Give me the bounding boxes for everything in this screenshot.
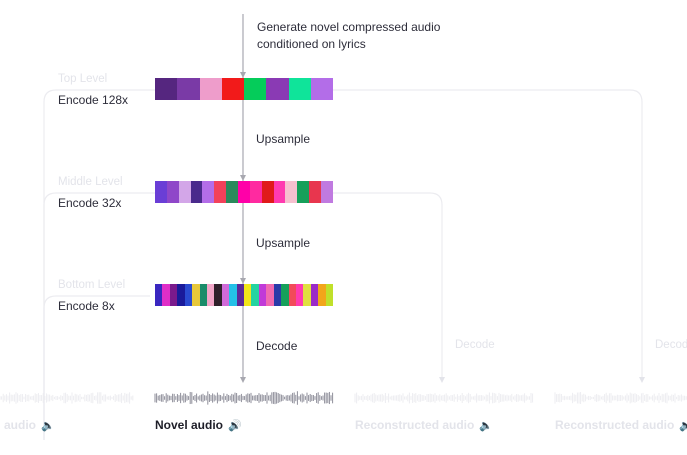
ghost-arrow-head-2 — [639, 377, 645, 383]
bottom-token-3 — [169, 284, 178, 306]
arrow-head-3 — [240, 278, 246, 284]
partial-audio-text: audio — [4, 418, 36, 432]
bottom-token-15 — [258, 284, 267, 306]
middle-token-8 — [238, 181, 250, 203]
bottom-token-6 — [192, 284, 200, 306]
bottom-token-20 — [296, 284, 304, 306]
novel-audio-label[interactable]: Novel audio 🔊 — [155, 418, 242, 432]
middle-token-6 — [214, 181, 227, 203]
decode-step-ghost-2: Decode — [655, 339, 687, 351]
top-level-label: Top Level — [58, 73, 108, 85]
bottom-level-encode: Encode 8x — [58, 299, 115, 313]
middle-token-2 — [166, 181, 179, 203]
decode-step-ghost-1: Decode — [455, 339, 495, 351]
middle-token-4 — [190, 181, 203, 203]
bottom-token-13 — [244, 284, 252, 306]
bottom-level-label: Bottom Level — [58, 279, 126, 291]
bottom-token-21 — [303, 284, 311, 306]
bottom-token-17 — [273, 284, 282, 306]
top-token-5 — [244, 78, 267, 100]
bottom-token-14 — [251, 284, 259, 306]
middle-token-15 — [321, 181, 333, 203]
reconstructed-audio-text-1: Reconstructed audio — [355, 418, 475, 432]
bottom-token-5 — [184, 284, 193, 306]
middle-level-label: Middle Level — [58, 176, 123, 188]
middle-token-1 — [155, 181, 167, 203]
top-level-token-strip — [155, 78, 333, 100]
top-level-bracket — [43, 89, 643, 440]
top-token-8 — [310, 78, 333, 100]
middle-token-3 — [178, 181, 191, 203]
reconstructed-audio-label-1[interactable]: Reconstructed audio 🔈 — [355, 418, 493, 432]
ghost-arrow-head-1 — [439, 377, 445, 383]
speaker-icon[interactable]: 🔊 — [228, 420, 242, 432]
reconstructed-audio-text-2: Reconstructed audio — [555, 418, 675, 432]
novel-audio-text: Novel audio — [155, 418, 224, 432]
bottom-token-18 — [281, 284, 289, 306]
decode-step-main: Decode — [256, 339, 298, 353]
middle-token-10 — [261, 181, 274, 203]
generation-caption: Generate novel compressed audio conditio… — [257, 20, 441, 51]
middle-token-12 — [285, 181, 298, 203]
top-token-3 — [199, 78, 222, 100]
middle-token-5 — [202, 181, 215, 203]
bottom-token-24 — [325, 284, 334, 306]
bottom-token-2 — [162, 284, 170, 306]
bottom-token-4 — [177, 284, 185, 306]
top-token-4 — [221, 78, 244, 100]
middle-token-13 — [297, 181, 310, 203]
top-token-6 — [266, 78, 289, 100]
upsample-step-1: Upsample — [256, 132, 311, 146]
top-token-7 — [288, 78, 311, 100]
arrow-head-4 — [240, 377, 246, 383]
bottom-level-bracket — [43, 295, 150, 440]
bottom-token-1 — [155, 284, 163, 306]
bottom-token-23 — [318, 284, 326, 306]
top-token-2 — [177, 78, 200, 100]
middle-token-14 — [309, 181, 322, 203]
bottom-token-22 — [310, 284, 319, 306]
speaker-icon[interactable]: 🔈 — [479, 420, 494, 432]
middle-level-encode: Encode 32x — [58, 196, 122, 210]
speaker-icon[interactable]: 🔈 — [679, 420, 687, 432]
top-token-1 — [155, 78, 178, 100]
middle-level-token-strip — [155, 181, 333, 203]
middle-token-7 — [226, 181, 239, 203]
middle-token-11 — [273, 181, 286, 203]
reconstructed-audio-label-2[interactable]: Reconstructed audio 🔈 — [555, 418, 687, 432]
bottom-token-16 — [266, 284, 274, 306]
bottom-token-11 — [229, 284, 237, 306]
bottom-token-7 — [199, 284, 207, 306]
partial-audio-label[interactable]: audio 🔈 — [4, 418, 55, 432]
arrow-head-1 — [240, 72, 246, 78]
bottom-token-12 — [236, 284, 245, 306]
arrow-head-2 — [240, 175, 246, 181]
bottom-token-19 — [288, 284, 297, 306]
ghost-waveforms — [0, 392, 687, 404]
middle-token-9 — [249, 181, 262, 203]
bottom-level-token-strip — [155, 284, 334, 306]
novel-audio-waveform — [154, 391, 334, 405]
upsample-step-2: Upsample — [256, 236, 311, 250]
bottom-token-10 — [221, 284, 230, 306]
speaker-icon[interactable]: 🔈 — [41, 420, 55, 432]
bottom-token-9 — [214, 284, 222, 306]
bottom-token-8 — [206, 284, 215, 306]
top-level-encode: Encode 128x — [58, 93, 129, 107]
